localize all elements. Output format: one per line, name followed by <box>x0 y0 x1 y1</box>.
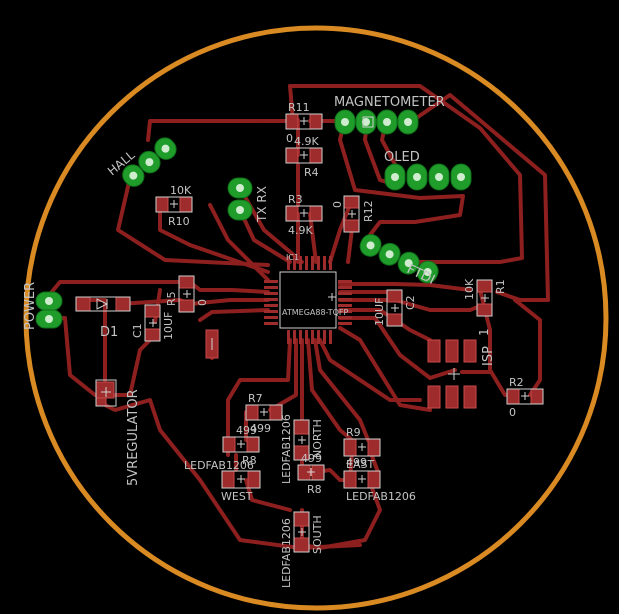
ftdi-pin-3[interactable] <box>395 249 422 277</box>
power-pin-1[interactable] <box>35 291 63 311</box>
r8-west-value: 499 <box>236 424 257 437</box>
r1-label: R1 <box>494 279 507 294</box>
resistor-r9[interactable] <box>343 438 381 457</box>
west-label: WEST <box>221 490 253 503</box>
isp-label: ISP <box>481 346 496 366</box>
c2-label: C2 <box>404 295 417 310</box>
resistor-r10[interactable] <box>155 196 193 213</box>
c2-value: 10UF <box>373 298 386 326</box>
magnetometer-label: MAGNETOMETER <box>334 95 445 110</box>
resistor-r2[interactable] <box>506 388 544 405</box>
r8-west-label: R8 <box>242 454 257 467</box>
r2-value: 0 <box>509 406 516 419</box>
magnetometer-pin-2[interactable] <box>355 109 377 135</box>
c1-label: C1 <box>131 323 144 338</box>
r10-label: R10 <box>168 215 190 228</box>
isp-header[interactable] <box>427 339 477 409</box>
resistor-r4[interactable] <box>285 147 323 164</box>
resistor-r8-west[interactable] <box>222 436 260 453</box>
r7-value: 499 <box>250 422 271 435</box>
ftdi-header[interactable] <box>357 231 442 286</box>
south-label: SOUTH <box>311 515 324 554</box>
led-north-part: LEDFAB1206 <box>280 414 293 484</box>
txrx-label: TX RX <box>255 186 269 223</box>
led-west[interactable] <box>221 470 261 489</box>
capacitor-c2[interactable] <box>386 289 403 327</box>
txrx-pin-1[interactable] <box>227 177 253 199</box>
d1-label: D1 <box>100 325 118 340</box>
resistor-r7[interactable] <box>245 404 283 421</box>
r9-value: 499 <box>346 456 367 469</box>
regulator-5v[interactable] <box>95 379 117 407</box>
r7-label: R7 <box>248 392 263 405</box>
oled-pin-1[interactable] <box>384 163 406 191</box>
hall-pin-3[interactable] <box>151 134 180 164</box>
hall-pin-1[interactable] <box>119 161 148 191</box>
north-label: NORTH <box>311 419 324 458</box>
resistor-r11[interactable] <box>285 113 323 130</box>
led-south[interactable] <box>293 511 310 553</box>
oled-pin-3[interactable] <box>428 163 450 191</box>
r12-label: R12 <box>362 200 375 222</box>
hall-header[interactable] <box>119 134 181 191</box>
resistor-r3[interactable] <box>285 205 323 222</box>
r9-label: R9 <box>346 426 361 439</box>
r12-value: 0 <box>331 201 344 208</box>
magnetometer-pin-1[interactable] <box>334 109 356 135</box>
txrx-pin-2[interactable] <box>227 199 253 221</box>
resistor-r5[interactable] <box>178 275 195 313</box>
oled-header[interactable] <box>384 163 472 191</box>
east-label: EAST <box>346 458 374 471</box>
r2-label: R2 <box>509 376 524 389</box>
r5-value: 0 <box>196 299 209 306</box>
txrx-header[interactable] <box>227 177 253 221</box>
r10-value: 10K <box>170 184 192 197</box>
regulator-label: 5VREGULATOR <box>126 389 141 486</box>
led-east-part: LEDFAB1206 <box>346 490 416 503</box>
power-pin-2[interactable] <box>35 309 63 329</box>
led-west-part: LEDFAB1206 <box>184 459 254 472</box>
power-header[interactable] <box>35 291 63 329</box>
magnetometer-pin-4[interactable] <box>397 109 419 135</box>
resistor-r8-north[interactable] <box>297 464 325 481</box>
led-north[interactable] <box>293 419 310 461</box>
r5-label: R5 <box>165 291 178 306</box>
capacitor-c3[interactable] <box>205 329 219 359</box>
mcu-part-label: ATMEGA88-TQFP <box>282 308 348 317</box>
resistor-r12[interactable] <box>343 195 360 233</box>
r4-label: R4 <box>304 166 319 179</box>
ftdi-pin-4[interactable] <box>414 258 441 286</box>
c1-value: 10UF <box>162 312 175 340</box>
r3-value: 4.9K <box>288 224 313 237</box>
r3-label: R3 <box>288 193 303 206</box>
power-label: POWER <box>23 282 38 330</box>
oled-pin-4[interactable] <box>450 163 472 191</box>
hall-pin-2[interactable] <box>135 147 164 177</box>
oled-pin-2[interactable] <box>406 163 428 191</box>
board-outline <box>23 25 609 611</box>
r8-north-label: R8 <box>307 483 322 496</box>
r4-value: 4.9K <box>294 135 319 148</box>
r11-label: R11 <box>288 101 310 114</box>
r8-north-value: 499 <box>301 452 322 465</box>
oled-label: OLED <box>384 150 420 165</box>
ftdi-pin-2[interactable] <box>376 240 403 268</box>
isp-pin-label: 1 <box>477 328 491 336</box>
r11-value: 0 <box>286 132 293 145</box>
diode-d1[interactable] <box>75 296 131 312</box>
resistor-r1[interactable] <box>476 279 493 317</box>
r1-value: 10K <box>463 278 476 300</box>
magnetometer-pin-3[interactable] <box>376 109 398 135</box>
led-east[interactable] <box>343 470 381 489</box>
magnetometer-header[interactable] <box>334 109 419 135</box>
ftdi-pin-1[interactable] <box>357 231 384 259</box>
mcu-ic1[interactable]: ATMEGA88-TQFP IC1 <box>264 253 352 344</box>
led-south-part: LEDFAB1206 <box>280 518 293 588</box>
capacitor-c1[interactable] <box>144 304 161 342</box>
ic1-label: IC1 <box>286 253 299 262</box>
